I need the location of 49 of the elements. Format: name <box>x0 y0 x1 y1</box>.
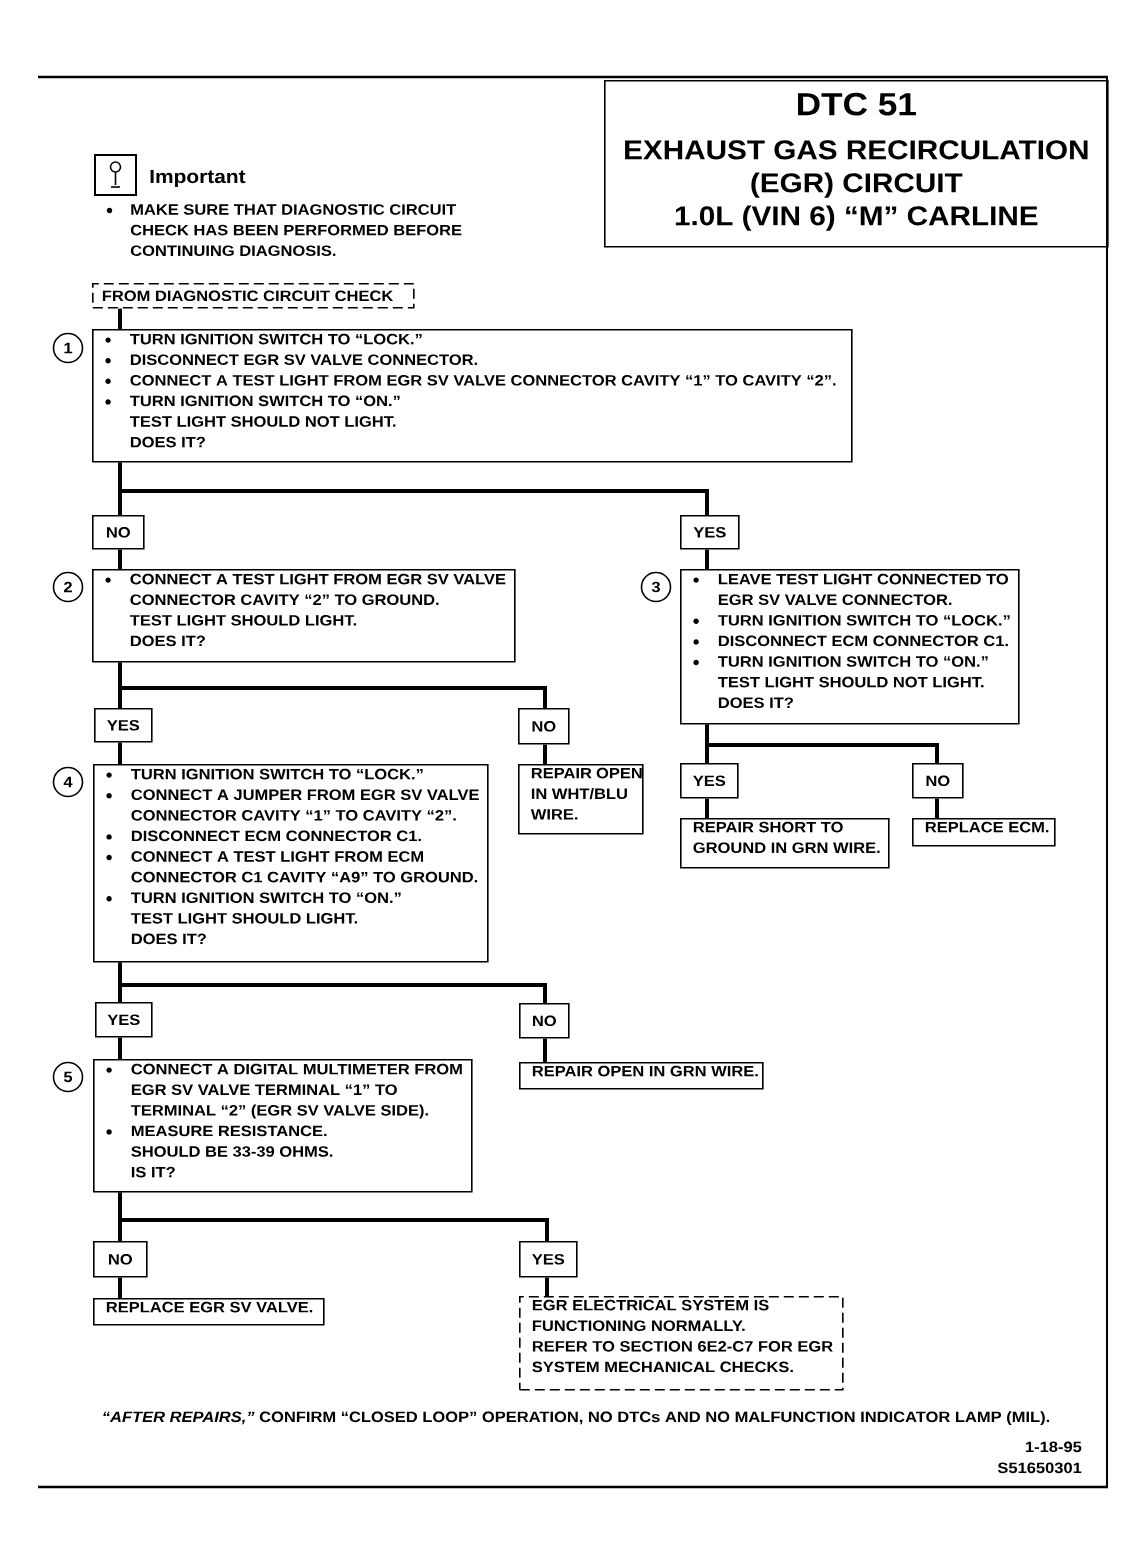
connector-line <box>705 549 709 569</box>
answer-box: YES <box>519 1241 578 1278</box>
connector-line <box>118 662 547 708</box>
connector-line <box>118 462 709 515</box>
answer-box: NO <box>92 515 145 550</box>
connector-line <box>118 1277 122 1298</box>
answer-box: YES <box>680 763 739 799</box>
answer-box: NO <box>518 708 570 745</box>
step-number: 5 <box>52 1061 84 1093</box>
step-box: CONNECT A TEST LIGHT FROM EGR SV VALVE CONNECTOR CAVITY “2” TO GROUND. TEST LIGHT SHOULD LIGHT. DOES IT? <box>92 569 516 663</box>
step-number: 4 <box>52 766 84 798</box>
title-box: DTC 51 EXHAUST GAS RECIRCULATION (EGR) CIRCUIT 1.0L (VIN 6) “M” CARLINE <box>604 80 1109 248</box>
connector-line <box>118 1037 122 1059</box>
document-number: S51650301 <box>997 1462 1082 1474</box>
action-box: REPAIR OPEN IN WHT/BLU WIRE. <box>518 764 644 835</box>
step-box: TURN IGNITION SWITCH TO “LOCK.” CONNECT A JUMPER FROM EGR SV VALVE CONNECTOR CAVITY “1” TO CAVITY “2”. DISCONNECT ECM CONNECTOR C1. CONNECT A TEST LIGHT FROM ECM CONNECTOR C1 CAVITY “A9” TO GROUND. TURN IGNITION SWITCH TO “ON.” TEST LIGHT SHOULD LIGHT. DOES IT? <box>93 764 489 963</box>
step-number: 3 <box>640 571 672 603</box>
connector-line <box>118 962 547 1003</box>
connector-line <box>545 1277 549 1296</box>
connector-line <box>543 1038 547 1062</box>
answer-box: YES <box>95 1002 153 1038</box>
connector-line <box>118 1192 549 1241</box>
answer-box: NO <box>912 763 964 799</box>
answer-box: NO <box>519 1003 570 1039</box>
date-code: 1-18-95 <box>1025 1441 1082 1453</box>
heading: Important <box>150 169 246 187</box>
step-number: 1 <box>52 332 84 364</box>
start-box: FROM DIAGNOSTIC CIRCUIT CHECK <box>92 283 415 309</box>
step-box: TURN IGNITION SWITCH TO “LOCK.” DISCONNECT EGR SV VALVE CONNECTOR. CONNECT A TEST LIGHT FROM EGR SV VALVE CONNECTOR CAVITY “1” TO CAVITY “2”. TURN IGNITION SWITCH TO “ON.” TEST LIGHT SHOULD NOT LIGHT. DOES IT? <box>92 329 853 463</box>
answer-box: YES <box>680 515 740 550</box>
connector-line <box>705 724 939 763</box>
note-text: MAKE SURE THAT DIAGNOSTIC CIRCUIT CHECK HAS BEEN PERFORMED BEFORE CONTINUING DIAGNOSIS. <box>106 204 462 256</box>
step-box: CONNECT A DIGITAL MULTIMETER FROM EGR SV VALVE TERMINAL “1” TO TERMINAL “2” (EGR SV VALVE SIDE). MEASURE RESISTANCE. SHOULD BE 33-39 OHMS. IS IT? <box>93 1059 473 1193</box>
footnote: “AFTER REPAIRS,” CONFIRM “CLOSED LOOP” OPERATION, NO DTCs AND NO MALFUNCTION INDICATOR LAMP (MIL). <box>103 1411 1050 1426</box>
step-box: LEAVE TEST LIGHT CONNECTED TO EGR SV VALVE CONNECTOR. TURN IGNITION SWITCH TO “LOCK.” DISCONNECT ECM CONNECTOR C1. TURN IGNITION SWITCH TO “ON.” TEST LIGHT SHOULD NOT LIGHT. DOES IT? <box>680 569 1020 725</box>
connector-line <box>543 744 547 764</box>
action-box: REPAIR SHORT TO GROUND IN GRN WIRE. <box>680 818 890 869</box>
connector-line <box>935 798 939 818</box>
connector-line <box>118 742 122 764</box>
connector-line <box>118 549 122 569</box>
action-box: REPAIR OPEN IN GRN WIRE. <box>519 1062 764 1090</box>
action-box: REPLACE ECM. <box>912 818 1056 847</box>
step-number: 2 <box>52 571 84 603</box>
answer-box: NO <box>93 1241 148 1278</box>
connector-line <box>118 308 122 329</box>
action-box: REPLACE EGR SV VALVE. <box>93 1298 325 1326</box>
connector-line <box>705 798 709 818</box>
result-box: EGR ELECTRICAL SYSTEM IS FUNCTIONING NORMALLY. REFER TO SECTION 6E2-C7 FOR EGR SYSTEM MECHANICAL CHECKS. <box>519 1296 844 1391</box>
answer-box: YES <box>94 708 153 743</box>
